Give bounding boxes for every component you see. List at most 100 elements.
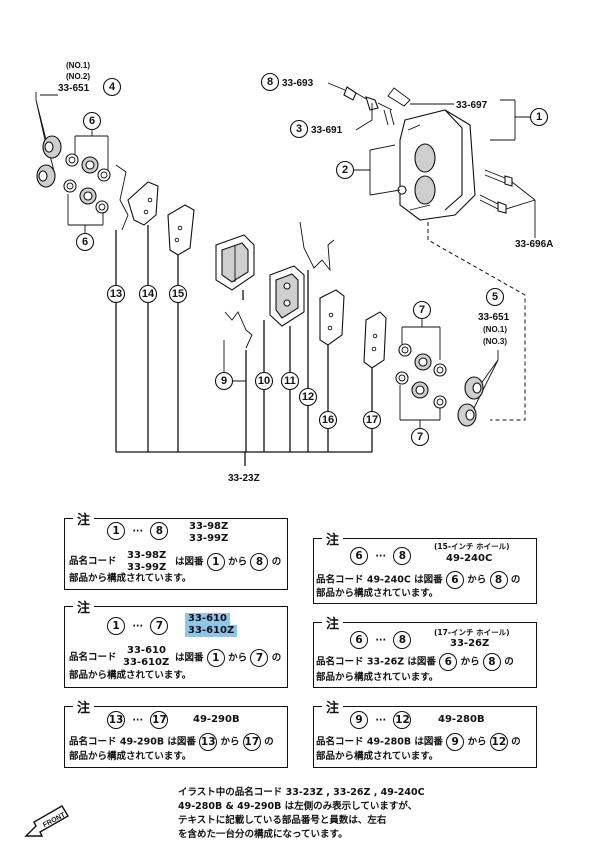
- label-no2: (NO.2): [66, 72, 90, 81]
- svg-text:2: 2: [342, 164, 348, 176]
- footnote-line1: イラスト中の品名コード 33-23Z , 33-26Z , 49-240C: [178, 787, 425, 798]
- callout-11: 11: [280, 371, 300, 391]
- spec-15-inch: (15-インチ ホイール): [434, 542, 510, 551]
- note-title: 注: [73, 697, 95, 716]
- label-no1-b: (NO.1): [483, 325, 507, 334]
- note-line2: 部品から構成されています。: [316, 751, 439, 762]
- circ-to: 8: [150, 522, 169, 540]
- callout-9: 9: [214, 371, 234, 391]
- callout-6-top: 6: [82, 111, 102, 131]
- shim-16: [319, 289, 345, 346]
- spring-13: [115, 164, 129, 231]
- svg-text:8: 8: [267, 76, 273, 88]
- circ-from: 6: [350, 631, 368, 649]
- circ-to-2: 17: [242, 733, 261, 751]
- caliper-body: [397, 109, 476, 221]
- guide-boot-upper: [42, 135, 62, 159]
- guide-boot-right-lower: [457, 403, 477, 427]
- label-33-691: 33-691: [311, 125, 343, 136]
- callout-13: 13: [106, 284, 126, 304]
- brake-pad-outer: [269, 265, 305, 327]
- svg-text:9: 9: [221, 375, 227, 387]
- circ-to-2: 7: [250, 649, 269, 667]
- note-box-4: 注 6 ··· 8 (15-インチ ホイール) 49-240C 品名コード 49…: [313, 529, 537, 604]
- label-33-23z: 33-23Z: [228, 473, 260, 484]
- callout-4: 4: [102, 77, 122, 97]
- callout-10: 10: [254, 371, 274, 391]
- code-33-610z-highlight: 33-610Z: [185, 625, 238, 637]
- circ-to: 7: [150, 617, 169, 635]
- callout-5: 5: [485, 287, 505, 307]
- code-33-610-highlight: 33-610: [185, 613, 230, 625]
- code-33-98z: 33-98Z: [189, 521, 229, 532]
- circ-from-2: 13: [199, 733, 218, 751]
- circ-to: 17: [150, 711, 169, 729]
- svg-text:5: 5: [492, 291, 498, 303]
- piston-seals-right-upper: [398, 343, 447, 377]
- piston-seals-upper: [65, 153, 111, 182]
- callout-16: 16: [318, 410, 338, 430]
- callout-17: 17: [362, 410, 382, 430]
- circ-from-2: 1: [206, 553, 225, 571]
- circ-from: 6: [350, 547, 368, 565]
- bleeder-cap: [365, 96, 393, 111]
- spring-9: [224, 311, 253, 349]
- note-code-a: 33-98Z: [127, 550, 167, 561]
- note-title: 注: [322, 697, 344, 716]
- bleeder-screw: [343, 86, 369, 101]
- circ-to: 12: [393, 711, 412, 729]
- footnote-line2: 49-280B & 49-290B は左側のみ表示していますが、: [178, 801, 418, 812]
- note-box-1: 注 1 ··· 8 33-98Z 33-99Z 品名コード 33-98Z 33-…: [64, 509, 288, 590]
- code-49-240c: 49-240C: [446, 553, 493, 564]
- spring-12: [299, 221, 335, 272]
- code-33-26z: 33-26Z: [450, 638, 490, 649]
- circ-from-2: 9: [446, 733, 465, 751]
- circ-from: 13: [107, 711, 125, 729]
- note-line1: 品名コード: [69, 556, 117, 567]
- callout-2: 2: [335, 160, 355, 180]
- exploded-diagram: (NO.1) (NO.2) 33-651 4 6 6: [35, 61, 553, 484]
- circ-from-2: 1: [206, 649, 225, 667]
- note-line1: 品名コード: [69, 652, 117, 663]
- circ-to: 8: [393, 547, 412, 565]
- callout-1: 1: [529, 107, 549, 127]
- note-code-a: 33-610: [127, 645, 166, 656]
- svg-text:3: 3: [296, 123, 302, 135]
- label-no3: (NO.3): [483, 337, 507, 346]
- code-49-290b: 49-290B: [193, 714, 240, 725]
- callout-7-top: 7: [412, 300, 432, 320]
- label-no1-a: (NO.1): [66, 61, 90, 70]
- note-line2: 部品から構成されています。: [69, 670, 192, 681]
- callout-8: 8: [260, 72, 280, 92]
- piston-seals-right-lower: [395, 371, 447, 409]
- label-33-696a: 33-696A: [515, 239, 553, 250]
- footnote-line4: を含めた一台分の構成になっています。: [178, 829, 348, 840]
- circ-to-2: 12: [489, 733, 508, 751]
- note-line2: 部品から構成されています。: [316, 588, 439, 599]
- circ-from: 1: [107, 617, 125, 635]
- svg-text:10: 10: [258, 375, 270, 387]
- code-33-99z: 33-99Z: [189, 533, 229, 544]
- guide-boot-lower: [36, 164, 56, 188]
- svg-text:12: 12: [302, 391, 314, 403]
- svg-text:13: 13: [110, 288, 122, 300]
- note-title: 注: [73, 509, 95, 528]
- mounting-bolt-upper: [484, 169, 513, 187]
- callout-14: 14: [138, 284, 158, 304]
- callout-7-bottom: 7: [410, 427, 430, 447]
- circ-from: 9: [350, 711, 368, 729]
- note-box-6: 注 9 ··· 12 49-280B 品名コード 49-280B は図番 9 か…: [313, 697, 537, 768]
- circ-to-2: 8: [482, 653, 501, 671]
- label-33-651-a: 33-651: [58, 83, 90, 94]
- svg-text:16: 16: [322, 414, 334, 426]
- footnote: イラスト中の品名コード 33-23Z , 33-26Z , 49-240C 49…: [178, 786, 425, 842]
- note-code-b: 33-610Z: [123, 657, 170, 668]
- footnote-line3: テキストに記載している部品番号と員数は、左右: [178, 815, 387, 826]
- note-line2: 部品から構成されています。: [69, 751, 192, 762]
- callout-6-bottom: 6: [75, 232, 95, 252]
- circ-from-2: 6: [439, 653, 458, 671]
- note-line2: 部品から構成されています。: [69, 573, 192, 584]
- svg-text:15: 15: [172, 288, 184, 300]
- circ-from-2: 6: [445, 571, 464, 589]
- svg-text:6: 6: [89, 115, 95, 127]
